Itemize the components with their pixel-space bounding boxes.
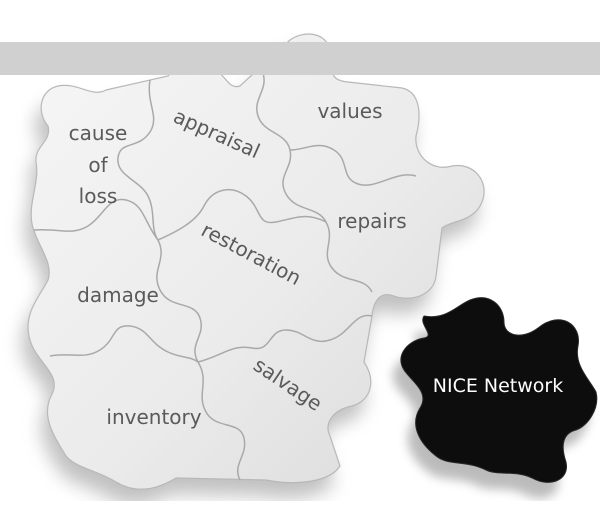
top-banner <box>0 42 600 75</box>
nice-network-label: NICE Network <box>433 375 563 397</box>
values-label: values <box>317 99 382 123</box>
damage-label: damage <box>77 283 159 307</box>
repairs-label: repairs <box>337 209 406 233</box>
cause-label-line3: loss <box>79 184 118 208</box>
cause-label-line1: cause <box>69 121 128 145</box>
inventory-label: inventory <box>106 405 201 429</box>
cause-label-line2: of <box>88 153 108 177</box>
